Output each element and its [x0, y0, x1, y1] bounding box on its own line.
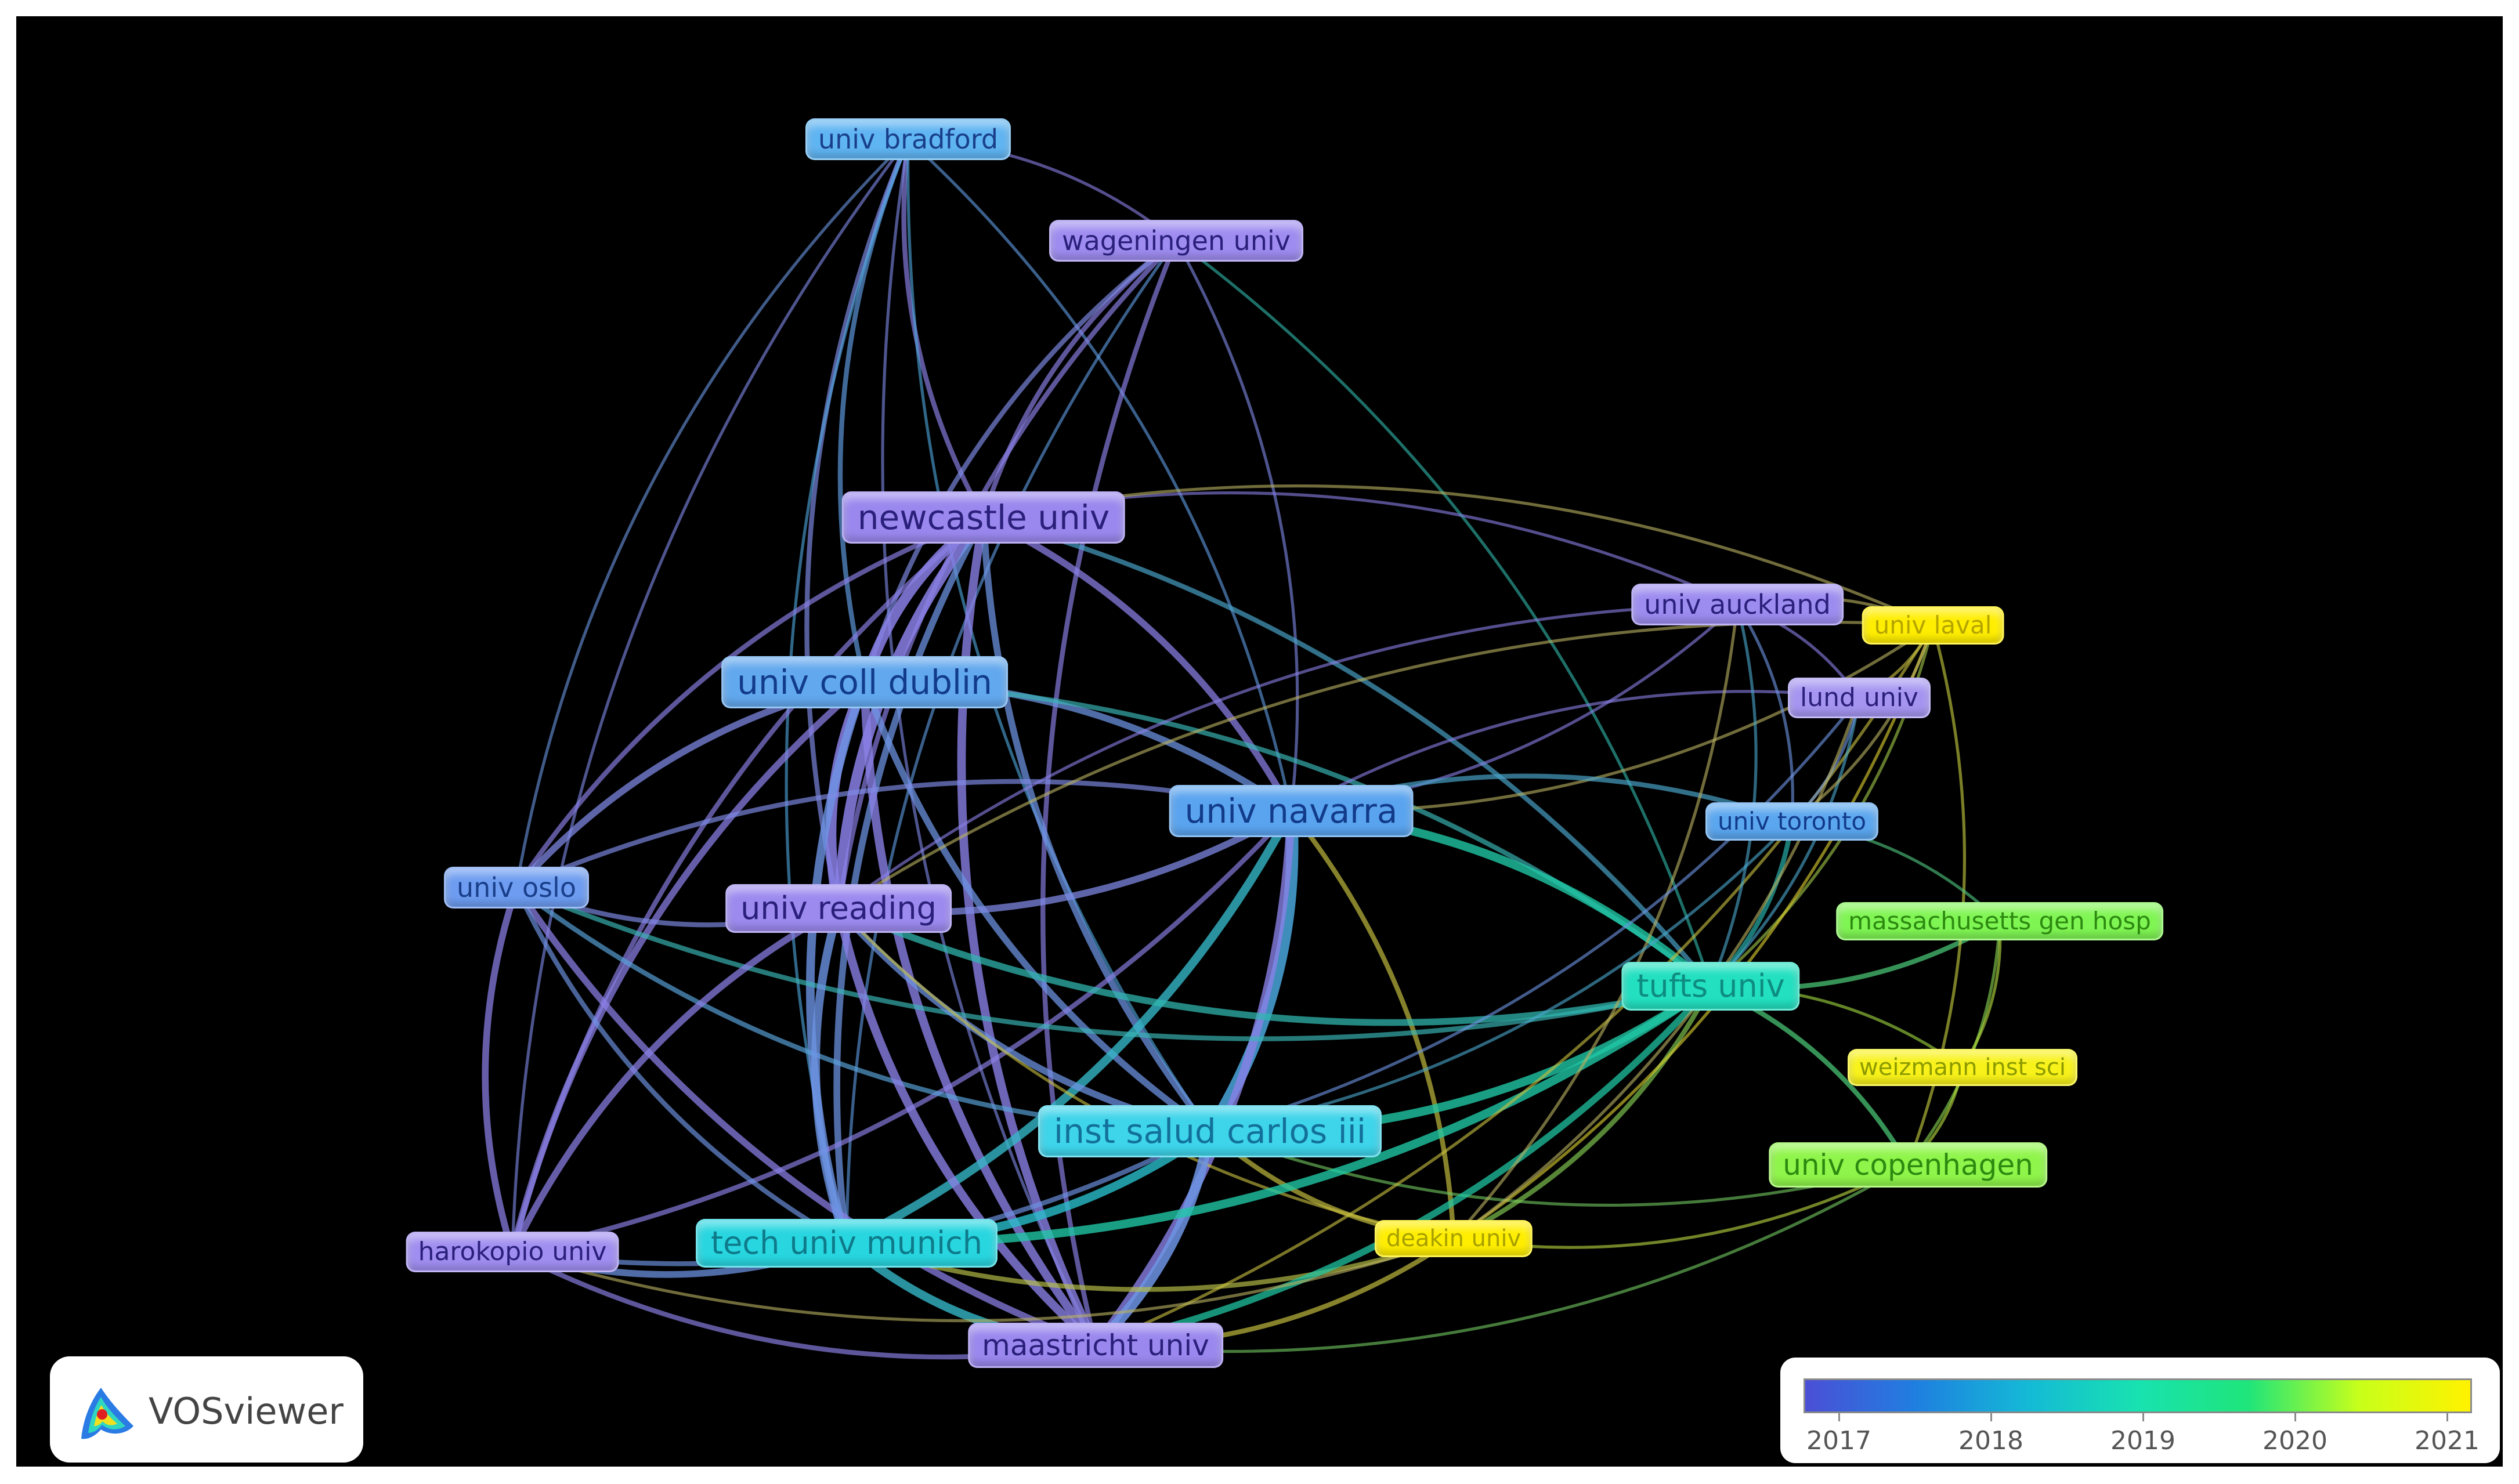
year-tick	[2142, 1413, 2144, 1421]
node-harokopio[interactable]: harokopio univ	[406, 1232, 619, 1272]
year-tick-label: 2017	[1806, 1426, 1871, 1456]
link-bradford-navarra	[906, 137, 1293, 813]
year-tick	[1838, 1413, 1840, 1421]
link-oslo-harokopio	[482, 884, 520, 1255]
year-tick-label: 2019	[2110, 1426, 2175, 1456]
link-bradford-harokopio	[511, 137, 910, 1254]
node-deakin[interactable]: deakin univ	[1374, 1220, 1533, 1257]
node-reading[interactable]: univ reading	[725, 884, 952, 933]
link-lund-carlos	[1208, 696, 1861, 1133]
node-maastricht[interactable]: maastricht univ	[968, 1323, 1223, 1368]
year-tick	[1990, 1413, 1992, 1421]
link-oslo-maastricht	[513, 884, 1099, 1349]
node-laval[interactable]: univ laval	[1862, 606, 2004, 645]
link-newcastle-carlos	[980, 514, 1213, 1135]
link-auckland-deakin	[1452, 603, 1739, 1240]
link-reading-deakin	[837, 907, 1455, 1240]
link-reading-munich	[811, 904, 851, 1248]
link-wageningen-reading	[836, 238, 1179, 911]
node-toronto[interactable]: univ toronto	[1705, 802, 1879, 841]
link-newcastle-maastricht	[957, 513, 1100, 1350]
link-tufts-deakin	[1451, 983, 1714, 1242]
link-navarra-maastricht	[1091, 806, 1296, 1350]
link-oslo-munich	[514, 885, 850, 1246]
node-carlos[interactable]: inst salud carlos iii	[1038, 1105, 1382, 1157]
node-lund[interactable]: lund univ	[1788, 678, 1931, 718]
link-maastricht-laval	[1094, 624, 1935, 1347]
link-dublin-oslo	[513, 679, 868, 891]
node-copenhagen[interactable]: univ copenhagen	[1769, 1142, 2047, 1188]
network-map[interactable]: univ bradford wageningen univ newcastle un…	[16, 16, 2503, 1467]
link-newcastle-navarra	[980, 514, 1295, 815]
link-wageningen-tufts	[1174, 239, 1712, 988]
vosviewer-icon	[81, 1388, 133, 1439]
node-newcastle[interactable]: newcastle univ	[841, 491, 1126, 544]
link-dublin-harokopio	[509, 679, 868, 1255]
year-axis: 2017 2018 2019 2020 2021	[1804, 1413, 2480, 1460]
link-navarra-auckland	[1289, 603, 1739, 813]
link-harokopio-deakin	[511, 1237, 1455, 1323]
node-munich[interactable]: tech univ munich	[695, 1219, 998, 1268]
link-reading-tufts	[835, 905, 1714, 1026]
link-navarra-carlos	[1204, 805, 1299, 1138]
link-reading-harokopio	[509, 905, 842, 1255]
link-navarra-deakin	[1288, 808, 1457, 1242]
link-carlos-copenhagen	[1208, 1130, 1910, 1207]
link-dublin-carlos	[861, 679, 1213, 1135]
link-carlos-maastricht	[1090, 1126, 1215, 1351]
link-bradford-reading	[804, 136, 911, 911]
link-newcastle-oslo	[514, 515, 986, 891]
link-navarra-lund	[1289, 690, 1861, 813]
node-weizmann[interactable]: weizmann inst sci	[1848, 1049, 2077, 1086]
link-auckland-toronto	[1736, 603, 1794, 823]
node-mgh[interactable]: massachusetts gen hosp	[1836, 902, 2163, 940]
link-newcastle-tufts	[981, 515, 1714, 989]
year-color-scale	[1804, 1378, 2472, 1413]
app-name: VOSviewer	[149, 1390, 344, 1432]
node-tufts[interactable]: tufts univ	[1621, 962, 1800, 1011]
link-maastricht-copenhagen	[1094, 1163, 1910, 1353]
link-wageningen-dublin	[862, 238, 1179, 685]
link-navarra-munich	[842, 806, 1296, 1248]
year-tick	[2294, 1413, 2296, 1421]
node-auckland[interactable]: univ auckland	[1631, 584, 1844, 625]
link-auckland-reading	[837, 603, 1739, 910]
link-tufts-lund	[1709, 696, 1861, 988]
link-wageningen-navarra	[1174, 239, 1299, 813]
link-bradford-oslo	[515, 137, 910, 889]
link-reading-maastricht	[834, 904, 1100, 1350]
year-tick	[2446, 1413, 2448, 1421]
link-newcastle-laval	[982, 484, 1935, 627]
link-laval-copenhagen	[1906, 624, 1967, 1167]
year-legend: 2017 2018 2019 2020 2021	[1780, 1358, 2500, 1463]
link-wageningen-munich	[845, 239, 1178, 1245]
link-wageningen-maastricht	[1040, 238, 1179, 1348]
node-navarra[interactable]: univ navarra	[1169, 785, 1414, 837]
link-mgh-weizmann	[1961, 920, 2002, 1069]
link-newcastle-munich	[833, 514, 987, 1247]
link-maastricht-tufts	[1092, 983, 1714, 1349]
year-tick-label: 2021	[2415, 1426, 2480, 1456]
year-tick-label: 2020	[2263, 1426, 2328, 1456]
node-wageningen[interactable]: wageningen univ	[1049, 220, 1303, 262]
node-dublin[interactable]: univ coll dublin	[721, 656, 1008, 708]
year-tick-label: 2018	[1958, 1426, 2023, 1456]
link-bradford-maastricht	[881, 137, 1097, 1347]
link-oslo-tufts	[514, 885, 1714, 1041]
link-tufts-auckland	[1709, 603, 1758, 988]
node-oslo[interactable]: univ oslo	[444, 867, 589, 909]
node-bradford[interactable]: univ bradford	[805, 118, 1011, 160]
vosviewer-logo: VOSviewer	[50, 1356, 363, 1463]
